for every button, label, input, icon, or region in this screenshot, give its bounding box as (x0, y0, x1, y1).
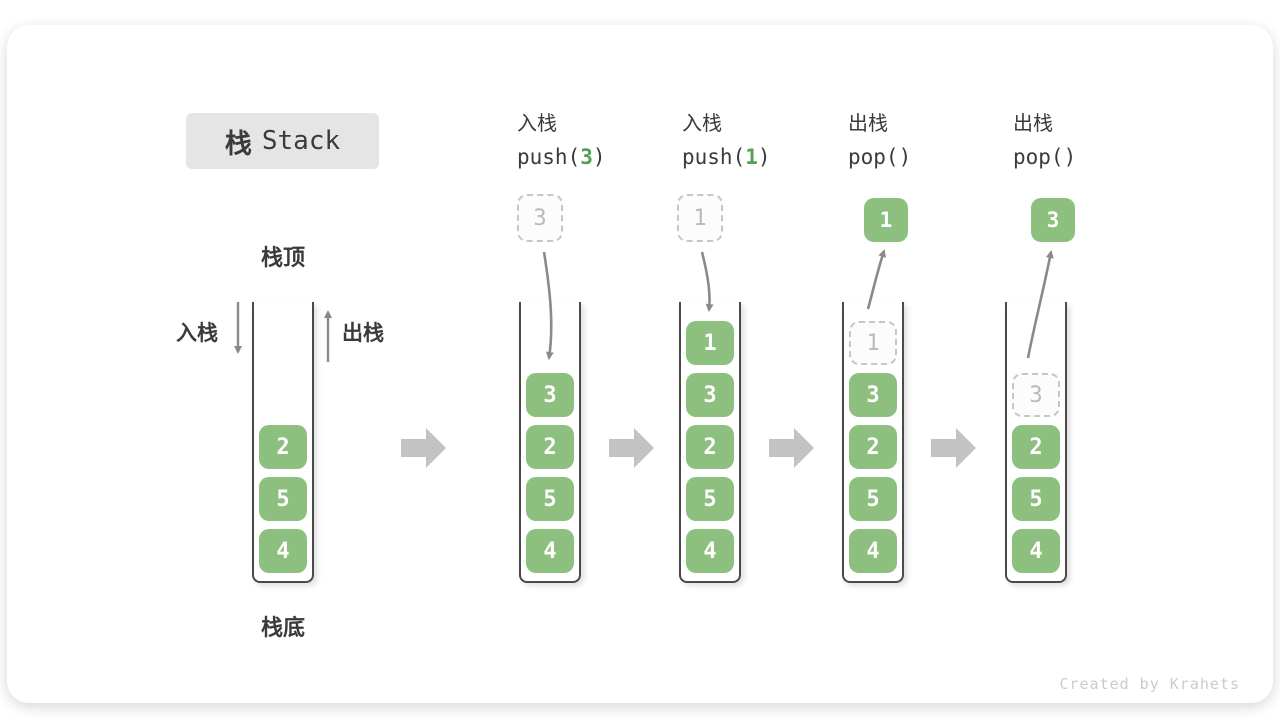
stack-after-pop-1: 1 3 2 5 4 (842, 302, 904, 583)
stack-cell: 3 (526, 373, 574, 417)
header-pop-3-code: pop() (1013, 145, 1077, 169)
header-push-3: 入栈 push(3) (517, 108, 677, 174)
stack-cell-ghost: 3 (1012, 373, 1060, 417)
stack-cell: 5 (849, 477, 897, 521)
stack-cell-ghost: 1 (849, 321, 897, 365)
stack-cell: 4 (686, 529, 734, 573)
stack-cell: 4 (259, 529, 307, 573)
step-arrow-icon (401, 428, 446, 468)
header-pop-1-zh: 出栈 (848, 113, 888, 135)
credit-text: Created by Krahets (1059, 675, 1240, 693)
stack-after-pop-3: 3 2 5 4 (1005, 302, 1067, 583)
stack-cell: 5 (259, 477, 307, 521)
step-arrow-icon (609, 428, 654, 468)
header-pop-1: 出栈 pop() (848, 108, 1008, 174)
stack-cell: 5 (526, 477, 574, 521)
popped-element-box: 3 (1031, 198, 1075, 242)
stack-initial: 2 5 4 (252, 302, 314, 583)
stack-cell: 2 (1012, 425, 1060, 469)
incoming-element-box: 3 (517, 194, 563, 242)
header-push-1-code: push(1) (682, 145, 771, 169)
header-push-3-code: push(3) (517, 145, 606, 169)
diagram-card: 栈 Stack 栈顶 栈底 入栈 出栈 入栈 push(3) 入栈 push(1… (7, 25, 1273, 703)
pop-direction-label: 出栈 (342, 322, 384, 345)
stack-cell: 2 (259, 425, 307, 469)
title-box: 栈 Stack (186, 113, 379, 169)
stack-cell: 3 (849, 373, 897, 417)
stack-cell: 2 (849, 425, 897, 469)
stack-cell: 5 (1012, 477, 1060, 521)
title-zh: 栈 (224, 128, 252, 159)
header-push-1: 入栈 push(1) (682, 108, 842, 174)
stack-cell: 5 (686, 477, 734, 521)
step-arrow-icon (769, 428, 814, 468)
stack-cell: 4 (526, 529, 574, 573)
stack-cell: 2 (526, 425, 574, 469)
stack-cell: 2 (686, 425, 734, 469)
stack-cell: 1 (686, 321, 734, 365)
stack-bottom-label: 栈底 (260, 615, 305, 640)
step-arrow-icon (931, 428, 976, 468)
header-push-3-zh: 入栈 (517, 113, 557, 135)
header-pop-3: 出栈 pop() (1013, 108, 1173, 174)
stack-cell: 4 (849, 529, 897, 573)
incoming-element-box: 1 (677, 194, 723, 242)
title-en: Stack (261, 126, 341, 156)
push-direction-label: 入栈 (176, 322, 218, 345)
header-pop-3-zh: 出栈 (1013, 113, 1053, 135)
stack-cell: 3 (686, 373, 734, 417)
pop-arrow-icon (866, 249, 886, 310)
stack-after-push-3: 3 2 5 4 (519, 302, 581, 583)
header-push-1-zh: 入栈 (682, 113, 722, 135)
stack-cell: 4 (1012, 529, 1060, 573)
stack-after-push-1: 1 3 2 5 4 (679, 302, 741, 583)
stack-top-label: 栈顶 (260, 245, 305, 270)
popped-element-box: 1 (864, 198, 908, 242)
header-pop-1-code: pop() (848, 145, 912, 169)
